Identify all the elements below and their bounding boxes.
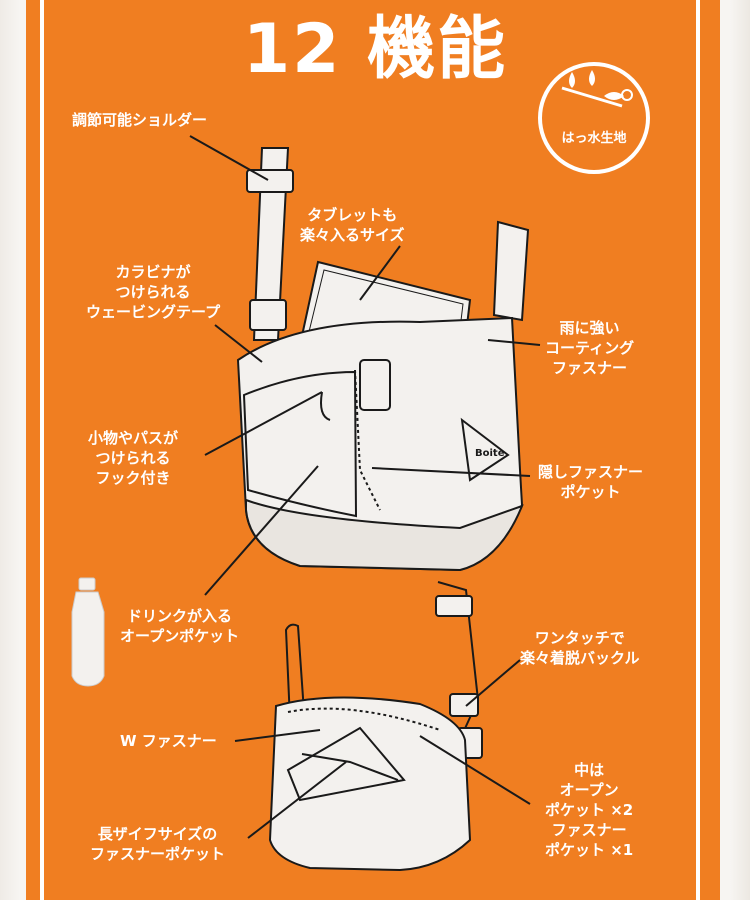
label-w-zipper: W ファスナー — [120, 732, 217, 750]
label-tablet: タブレットも 楽々入るサイズ — [300, 206, 405, 244]
label-drink: ドリンクが入る オープンポケット — [120, 607, 240, 645]
label-wallet: 長ザイフサイズの ファスナーポケット — [90, 825, 226, 863]
bag-front-view — [236, 147, 530, 572]
label-inside: 中は オープン ポケット ×2 ファスナー ポケット ×1 — [545, 761, 634, 859]
bag-back-view — [268, 581, 483, 872]
drink-bottle-icon — [71, 577, 105, 687]
brand-logo: Boite — [475, 448, 505, 459]
white-frame — [40, 0, 700, 900]
label-webbing: カラビナが つけられる ウェービングテープ — [86, 263, 221, 321]
label-zipper: 雨に強い コーティング ファスナー — [545, 319, 635, 377]
water-repellent-icon — [538, 62, 650, 174]
leader-lines — [189, 135, 541, 839]
page-title: 12 機能 — [242, 10, 508, 89]
label-shoulder: 調節可能ショルダー — [72, 111, 208, 129]
label-hook: 小物やパスが つけられる フック付き — [88, 429, 179, 487]
label-buckle: ワンタッチで 楽々着脱バックル — [520, 629, 640, 667]
label-hidden-pocket: 隠しファスナー ポケット — [538, 463, 644, 501]
badge-label: はっ水生地 — [561, 131, 627, 146]
